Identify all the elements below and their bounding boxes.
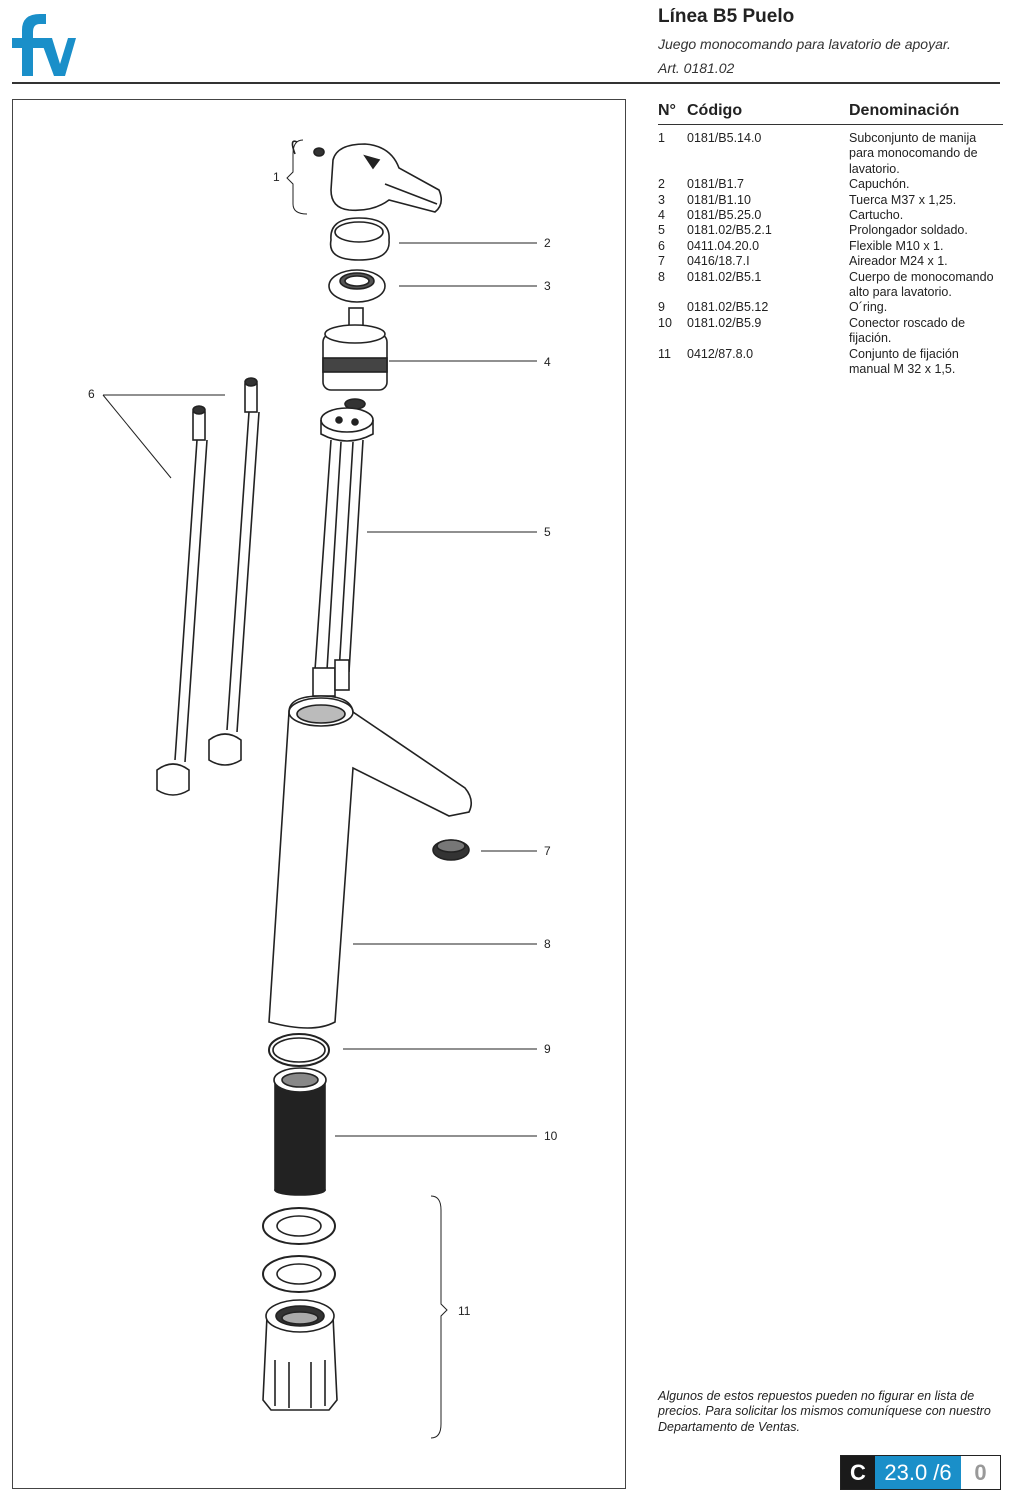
callout-11: 11 — [458, 1304, 471, 1318]
part-cartridge-icon — [322, 307, 388, 410]
part-cap-icon — [329, 217, 390, 261]
page-letter: C — [841, 1456, 875, 1489]
callout-1: 1 — [273, 170, 280, 184]
spare-parts-note: Algunos de estos repuestos pueden no fig… — [658, 1389, 991, 1434]
page-revision: 0 — [961, 1456, 1000, 1489]
callout-9: 9 — [544, 1042, 551, 1056]
header-divider — [12, 82, 1000, 84]
page-code: C 23.0 /6 0 — [840, 1455, 1001, 1490]
header-no: N° — [658, 102, 676, 119]
header-name: Denominación — [849, 102, 960, 119]
fv-logo — [12, 14, 76, 76]
part-body-icon — [268, 695, 473, 1029]
callout-7: 7 — [544, 844, 551, 858]
callout-5: 5 — [544, 525, 551, 539]
part-aerator-icon — [432, 839, 470, 861]
parts-table-header: N° Código Denominación — [658, 100, 1003, 125]
callout-6: 6 — [88, 387, 95, 401]
part-nut-icon — [328, 269, 386, 303]
callout-10: 10 — [544, 1129, 558, 1143]
header-code: Código — [687, 102, 743, 119]
part-threaded-connector-icon — [273, 1067, 327, 1196]
part-fixing-set-icon — [262, 1207, 338, 1411]
callout-4: 4 — [544, 355, 551, 369]
callout-8: 8 — [544, 937, 551, 951]
part-handle-icon — [291, 140, 443, 213]
page-number: 23.0 /6 — [875, 1456, 961, 1489]
callout-3: 3 — [544, 279, 551, 293]
part-oring-icon — [268, 1033, 330, 1067]
part-extension-icon — [312, 407, 374, 697]
article-number: Art. 0181.02 — [658, 60, 735, 76]
exploded-diagram: 1 2 3 4 5 6 7 8 9 10 11 — [12, 99, 626, 1489]
document-subtitle: Juego monocomando para lavatorio de apoy… — [658, 36, 951, 52]
part-flexible-hoses-icon — [156, 377, 260, 796]
callout-2: 2 — [544, 236, 551, 250]
document-title: Línea B5 Puelo — [658, 6, 795, 27]
faucet-exploded-drawing — [102, 139, 537, 1439]
